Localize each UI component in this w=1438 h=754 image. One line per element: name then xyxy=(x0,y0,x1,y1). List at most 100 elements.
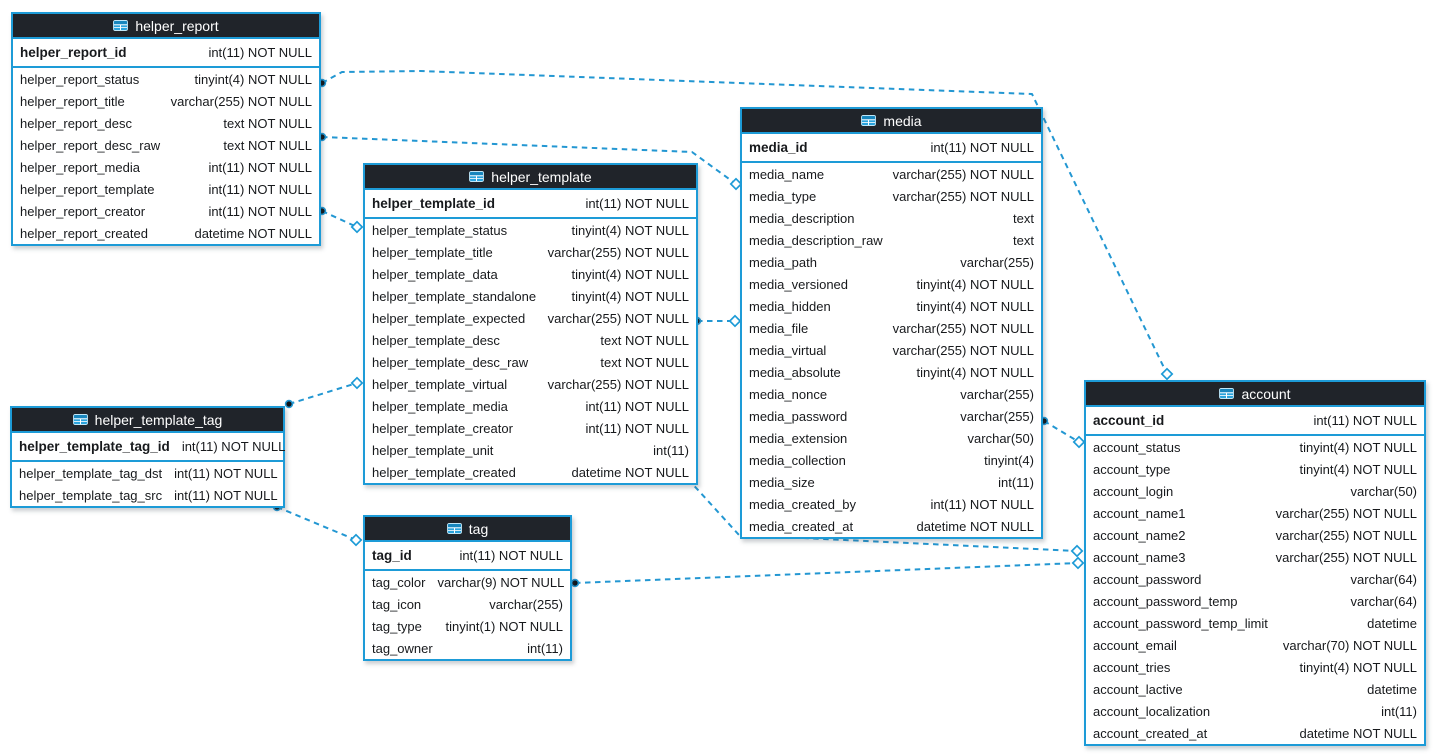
relationship-media-to-account[interactable] xyxy=(1039,416,1086,449)
column-name: media_description xyxy=(749,210,855,226)
table-header[interactable]: helper_template_tag xyxy=(12,408,283,433)
table-header[interactable]: account xyxy=(1086,382,1424,407)
relationship-helper_template_tag-to-tag[interactable] xyxy=(272,502,363,547)
column-type: int(11) NOT NULL xyxy=(585,196,689,211)
column-type: varchar(255) NOT NULL xyxy=(1275,527,1417,543)
relationship-helper_template-to-media[interactable] xyxy=(692,314,742,328)
column-type: varchar(50) xyxy=(967,430,1034,446)
column-type: tinyint(4) NOT NULL xyxy=(194,71,312,87)
relationship-tag-to-account[interactable] xyxy=(570,556,1085,588)
relationship-line xyxy=(1043,420,1080,443)
table-title: media xyxy=(883,112,922,129)
column-type: int(11) NOT NULL xyxy=(930,140,1034,155)
column-name: media_created_at xyxy=(749,518,854,534)
table-header[interactable]: helper_template xyxy=(365,165,696,190)
column-type: int(11) NOT NULL xyxy=(585,420,689,436)
table-title: tag xyxy=(468,520,489,537)
column-name: helper_report_title xyxy=(20,93,125,109)
column-type: tinyint(4) NOT NULL xyxy=(916,364,1034,380)
table-header[interactable]: helper_report xyxy=(13,14,319,39)
column-type: text NOT NULL xyxy=(223,137,312,153)
table-icon xyxy=(1219,388,1235,399)
column-type: text xyxy=(1013,232,1034,248)
table-header[interactable]: media xyxy=(742,109,1041,134)
table-header[interactable]: tag xyxy=(365,517,570,542)
relationship-helper_report-to-helper_template[interactable] xyxy=(317,206,364,234)
column-type: datetime xyxy=(1367,681,1417,697)
column-type: datetime NOT NULL xyxy=(571,464,689,480)
column-name: media_collection xyxy=(749,452,846,468)
relationship-helper_template_tag-to-helper_template[interactable] xyxy=(284,376,364,409)
